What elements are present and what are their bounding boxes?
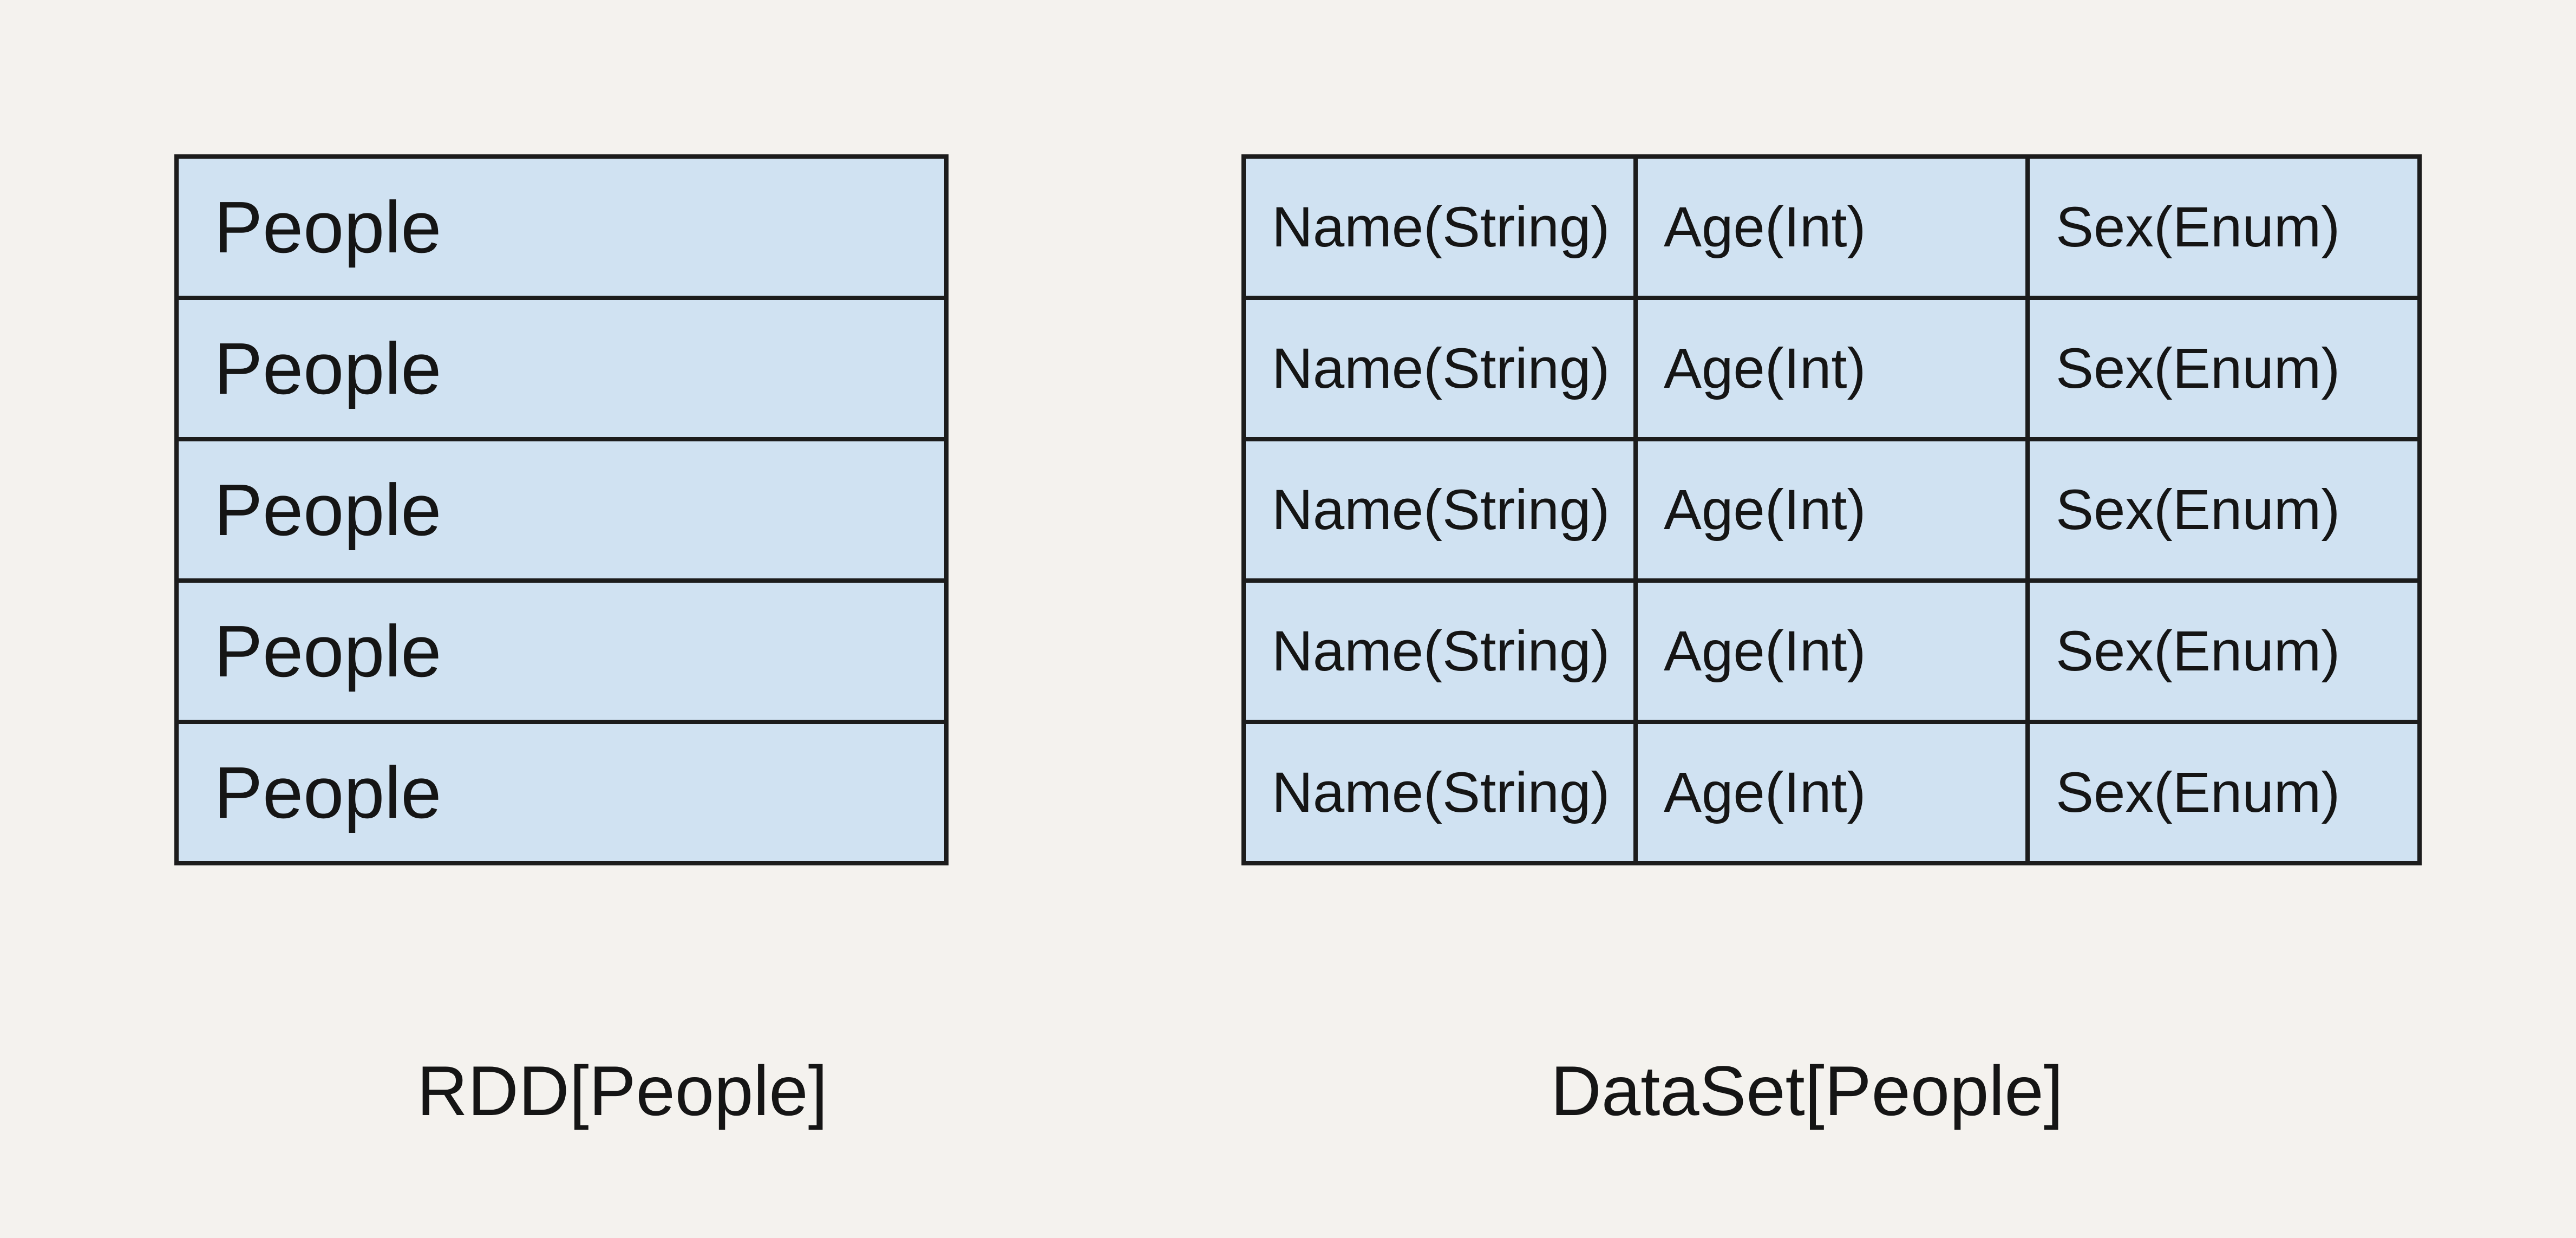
dataset-cell-sex: Sex(Enum) bbox=[2030, 441, 2417, 578]
rdd-row: People bbox=[179, 724, 944, 861]
dataset-cell-sex: Sex(Enum) bbox=[2030, 724, 2417, 861]
dataset-cell-name: Name(String) bbox=[1246, 300, 1633, 437]
rdd-row: People bbox=[179, 159, 944, 296]
rdd-table: People People People People People bbox=[174, 154, 949, 865]
dataset-cell-name: Name(String) bbox=[1246, 583, 1633, 720]
dataset-cell-age: Age(Int) bbox=[1638, 441, 2025, 578]
dataset-cell-sex: Sex(Enum) bbox=[2030, 300, 2417, 437]
dataset-cell-name: Name(String) bbox=[1246, 724, 1633, 861]
rdd-row: People bbox=[179, 441, 944, 578]
dataset-table: Name(String) Age(Int) Sex(Enum) Name(Str… bbox=[1241, 154, 2422, 865]
dataset-cell-name: Name(String) bbox=[1246, 441, 1633, 578]
dataset-cell-age: Age(Int) bbox=[1638, 300, 2025, 437]
dataset-cell-sex: Sex(Enum) bbox=[2030, 159, 2417, 296]
rdd-row: People bbox=[179, 583, 944, 720]
dataset-cell-name: Name(String) bbox=[1246, 159, 1633, 296]
rdd-table-label: RDD[People] bbox=[417, 1051, 828, 1130]
rdd-row: People bbox=[179, 300, 944, 437]
dataset-cell-age: Age(Int) bbox=[1638, 159, 2025, 296]
dataset-cell-age: Age(Int) bbox=[1638, 724, 2025, 861]
dataset-table-label: DataSet[People] bbox=[1551, 1051, 2063, 1130]
dataset-cell-sex: Sex(Enum) bbox=[2030, 583, 2417, 720]
dataset-cell-age: Age(Int) bbox=[1638, 583, 2025, 720]
